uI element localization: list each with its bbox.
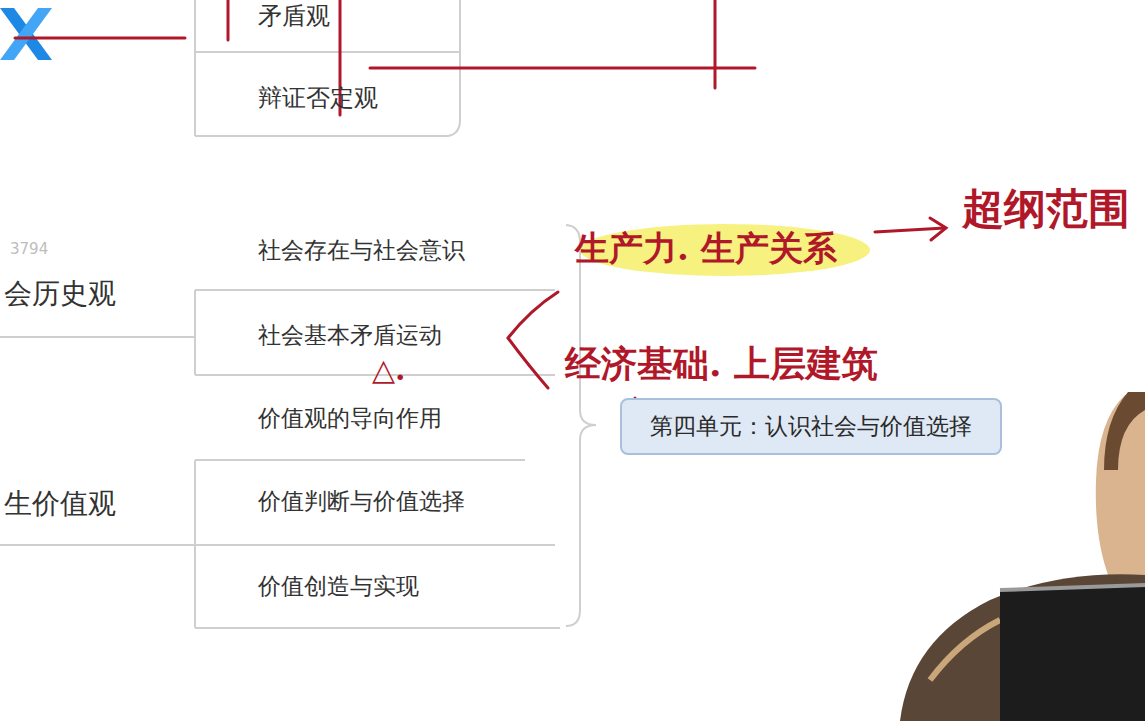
branch-item: 价值创造与实现 (258, 573, 419, 601)
unit-title: 第四单元：认识社会与价值选择 (650, 411, 972, 442)
branch-item: 社会存在与社会意识 (258, 237, 465, 265)
category-label: 会历史观 (4, 277, 116, 311)
branch-item: 社会基本矛盾运动 (258, 322, 442, 350)
logo (0, 8, 52, 60)
branch-item: 矛盾观 (258, 2, 330, 31)
branch-item: 价值观的导向作用 (258, 405, 442, 433)
unit-box: 第四单元：认识社会与价值选择 (620, 398, 1002, 455)
category-label: 生价值观 (4, 487, 116, 521)
handwritten-note: 超纲范围 (962, 184, 1130, 234)
pen-marks (15, 0, 946, 440)
handwritten-note: 生产力. 生产关系 (575, 228, 837, 269)
branch-item: 价值判断与价值选择 (258, 488, 465, 516)
branch-item: 辩证否定观 (258, 84, 378, 113)
handwritten-note: 经济基础. 上层建筑 (565, 342, 878, 385)
tree-outline (0, 0, 596, 628)
watermark: 3794 (10, 240, 48, 258)
handwritten-mark: △. (372, 352, 406, 388)
